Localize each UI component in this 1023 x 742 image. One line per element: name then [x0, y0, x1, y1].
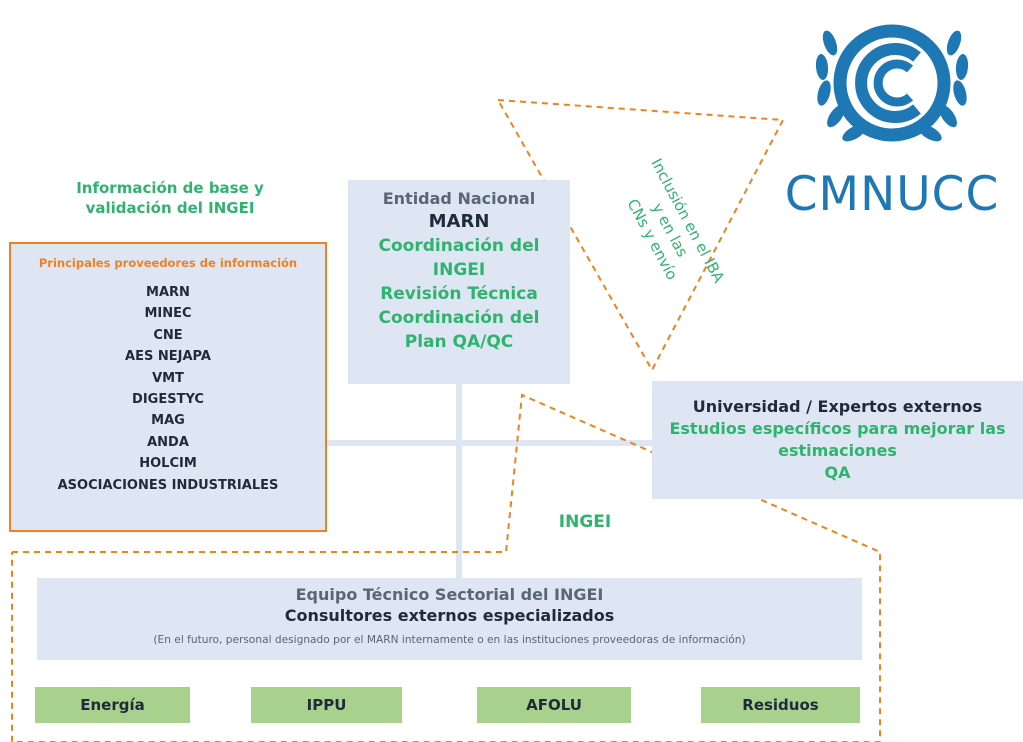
cmnucc-logo-text: CMNUCC: [784, 167, 1000, 222]
entity-line3: Coordinación del: [378, 236, 540, 256]
providers-title: Principales proveedores de información: [38, 256, 298, 270]
sector-ippu: IPPU: [251, 687, 402, 723]
entity-box: Entidad Nacional MARN Coordinación del I…: [348, 180, 570, 384]
provider-item: HOLCIM: [139, 456, 197, 472]
provider-item: DIGESTYC: [132, 392, 204, 408]
provider-item: VMT: [152, 370, 184, 386]
providers-list: MARN MINEC CNE AES NEJAPA VMT DIGESTYC M…: [11, 282, 325, 496]
university-line2: Estudios específicos para mejorar las: [669, 419, 1006, 438]
university-line3: estimaciones: [778, 441, 897, 460]
university-line4: QA: [824, 463, 851, 482]
entity-line6: Coordinación del: [378, 308, 540, 328]
providers-box: Principales proveedores de información M…: [9, 242, 327, 532]
sector-afolu: AFOLU: [477, 687, 631, 723]
entity-line2: MARN: [428, 211, 490, 232]
ingei-label: INGEI: [558, 512, 612, 532]
sector-residuos: Residuos: [701, 687, 860, 723]
provider-item: ASOCIACIONES INDUSTRIALES: [57, 477, 279, 493]
cmnucc-emblem-icon: [815, 24, 969, 142]
entity-line4: INGEI: [432, 260, 486, 280]
provider-item: ANDA: [147, 434, 189, 450]
sector-energia: Energía: [35, 687, 190, 723]
university-line1: Universidad / Expertos externos: [692, 397, 983, 416]
provider-item: MARN: [146, 285, 190, 300]
provider-item: MAG: [151, 413, 185, 429]
provider-item: AES NEJAPA: [125, 349, 211, 365]
entity-line5: Revisión Técnica: [380, 284, 538, 304]
base-info-title-line2: validación del INGEI: [85, 199, 255, 217]
provider-item: CNE: [153, 327, 183, 343]
university-box: Universidad / Expertos externos Estudios…: [652, 381, 1023, 499]
team-subtitle: Consultores externos especializados: [284, 606, 615, 625]
entity-line7: Plan QA/QC: [404, 332, 514, 352]
provider-item: MINEC: [144, 306, 192, 322]
entity-line1: Entidad Nacional: [382, 189, 536, 208]
team-note: (En el futuro, personal designado por el…: [153, 634, 746, 646]
base-info-title: Información de base y validación del ING…: [20, 178, 320, 218]
team-box: Equipo Técnico Sectorial del INGEI Consu…: [37, 578, 862, 660]
team-title: Equipo Técnico Sectorial del INGEI: [295, 585, 604, 604]
base-info-title-line1: Información de base y: [76, 179, 264, 197]
